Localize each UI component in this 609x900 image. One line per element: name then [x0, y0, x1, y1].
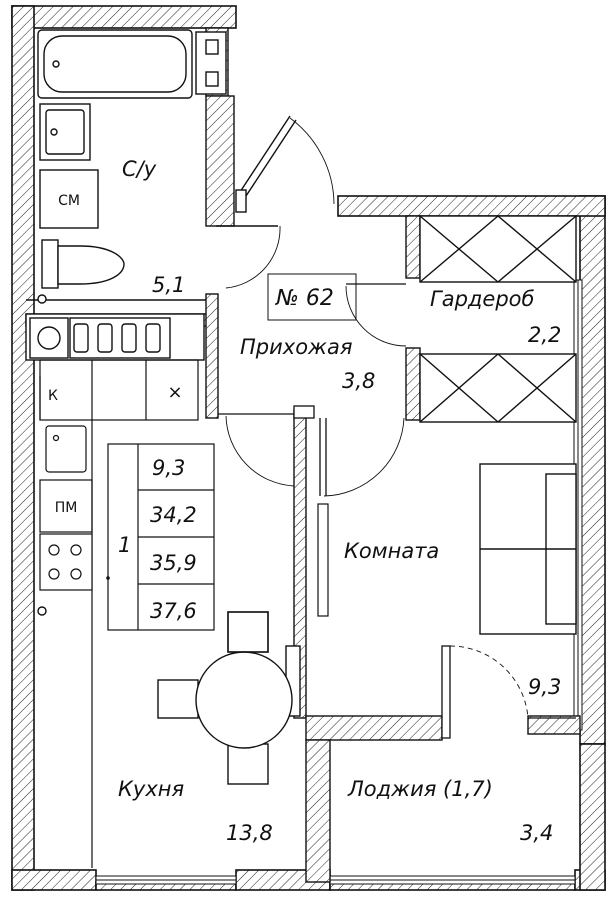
bathtub — [37, 29, 193, 99]
room-door — [293, 405, 405, 497]
washing-machine — [39, 169, 99, 229]
bathroom-door — [216, 115, 335, 289]
apartment-number: № 62 — [275, 286, 334, 311]
kitchen-counter — [39, 359, 199, 868]
x-label: × — [167, 382, 182, 403]
wardrobe-lower — [419, 353, 577, 423]
k-label: К — [48, 388, 58, 404]
room-name: Комната — [344, 539, 439, 563]
kitchen-door — [218, 413, 295, 487]
area-summary-table — [106, 443, 215, 631]
wardrobe-upper — [419, 215, 577, 283]
washer-label: СМ — [58, 193, 80, 209]
interior-walls — [25, 27, 581, 883]
dishwasher-label: ПМ — [55, 500, 78, 516]
summary-value-1: 9,3 — [152, 456, 185, 480]
loggia-name: Лоджия (1,7) — [347, 777, 493, 801]
summary-value-2: 34,2 — [150, 503, 197, 527]
wardrobe-door — [345, 283, 407, 347]
apartment-number-box — [267, 273, 357, 321]
sink — [39, 103, 91, 161]
bathroom-area: 5,1 — [152, 273, 185, 297]
room-count: 1 — [118, 533, 131, 557]
loggia-window — [329, 875, 576, 885]
loggia-area: 3,4 — [520, 821, 553, 845]
towel-rail — [195, 31, 227, 95]
kitchen-sink — [45, 425, 87, 473]
stove — [39, 533, 93, 591]
hallway-area: 3,8 — [342, 369, 375, 393]
wardrobe-area: 2,2 — [528, 323, 561, 347]
kitchen-name: Кухня — [118, 777, 184, 801]
wall-cabinet — [317, 503, 329, 617]
room-area: 9,3 — [528, 675, 561, 699]
toilet — [37, 239, 125, 304]
loggia-door — [441, 645, 576, 739]
hallway-name: Прихожая — [240, 335, 352, 359]
summary-value-3: 35,9 — [150, 551, 197, 575]
kitchen-area: 13,8 — [226, 821, 273, 845]
boiler — [29, 317, 69, 359]
gas-riser-icon — [37, 606, 47, 616]
dining-table — [157, 611, 301, 785]
radiator — [69, 317, 171, 359]
sofa — [479, 463, 577, 635]
bathroom-name: С/у — [122, 157, 157, 181]
kitchen-window — [95, 875, 237, 885]
summary-value-4: 37,6 — [150, 599, 197, 623]
wardrobe-name: Гардероб — [430, 287, 535, 311]
